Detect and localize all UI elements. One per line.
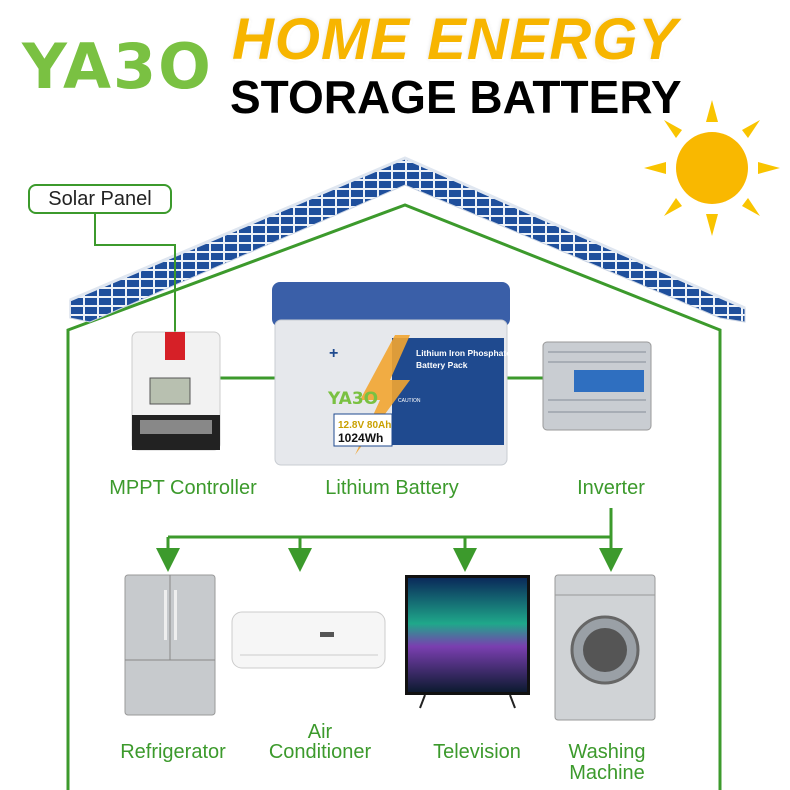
sun-icon: [644, 100, 780, 236]
refrigerator-label: Refrigerator: [120, 741, 226, 763]
house-outline: [66, 203, 722, 790]
battery-spec-voltage: 12.8V 80Ah: [338, 420, 391, 431]
battery-product: Lithium Iron Phosphate: [416, 348, 511, 358]
brand-logo: YA3O: [22, 30, 213, 103]
air-conditioner-label-line1: Air: [307, 721, 333, 743]
svg-text:+: +: [329, 345, 338, 362]
air-conditioner-image: [231, 611, 386, 669]
distribution-wires: [156, 508, 623, 572]
mppt-controller-image: [131, 331, 221, 451]
washing-machine-label-line1: Washing: [568, 741, 646, 763]
title-line-1: HOME ENERGY: [232, 7, 679, 72]
television-label: Television: [433, 741, 521, 763]
washing-machine-image: [554, 574, 656, 721]
lithium-battery-label: Lithium Battery: [325, 477, 459, 499]
battery-image: + YA3O 12.8V 80Ah 1024Wh Lithium Iron Ph…: [272, 282, 511, 466]
solar-wire: [94, 212, 176, 335]
battery-product2: Battery Pack: [416, 360, 468, 370]
battery-spec-energy: 1024Wh: [338, 431, 383, 445]
refrigerator-image: [124, 574, 216, 716]
solar-panel-label: Solar Panel: [28, 184, 172, 214]
washing-machine-label-line2: Machine: [569, 762, 645, 784]
mppt-controller-label: MPPT Controller: [109, 477, 257, 499]
inverter-label: Inverter: [577, 477, 645, 499]
battery-caution: CAUTION: [398, 398, 421, 404]
battery-brand: YA3O: [327, 389, 378, 409]
air-conditioner-label-line2: Conditioner: [268, 741, 372, 763]
television-image: [405, 575, 530, 709]
title-line-2: STORAGE BATTERY: [230, 71, 682, 123]
inverter-image: [542, 341, 652, 431]
solar-roof: [69, 156, 746, 323]
